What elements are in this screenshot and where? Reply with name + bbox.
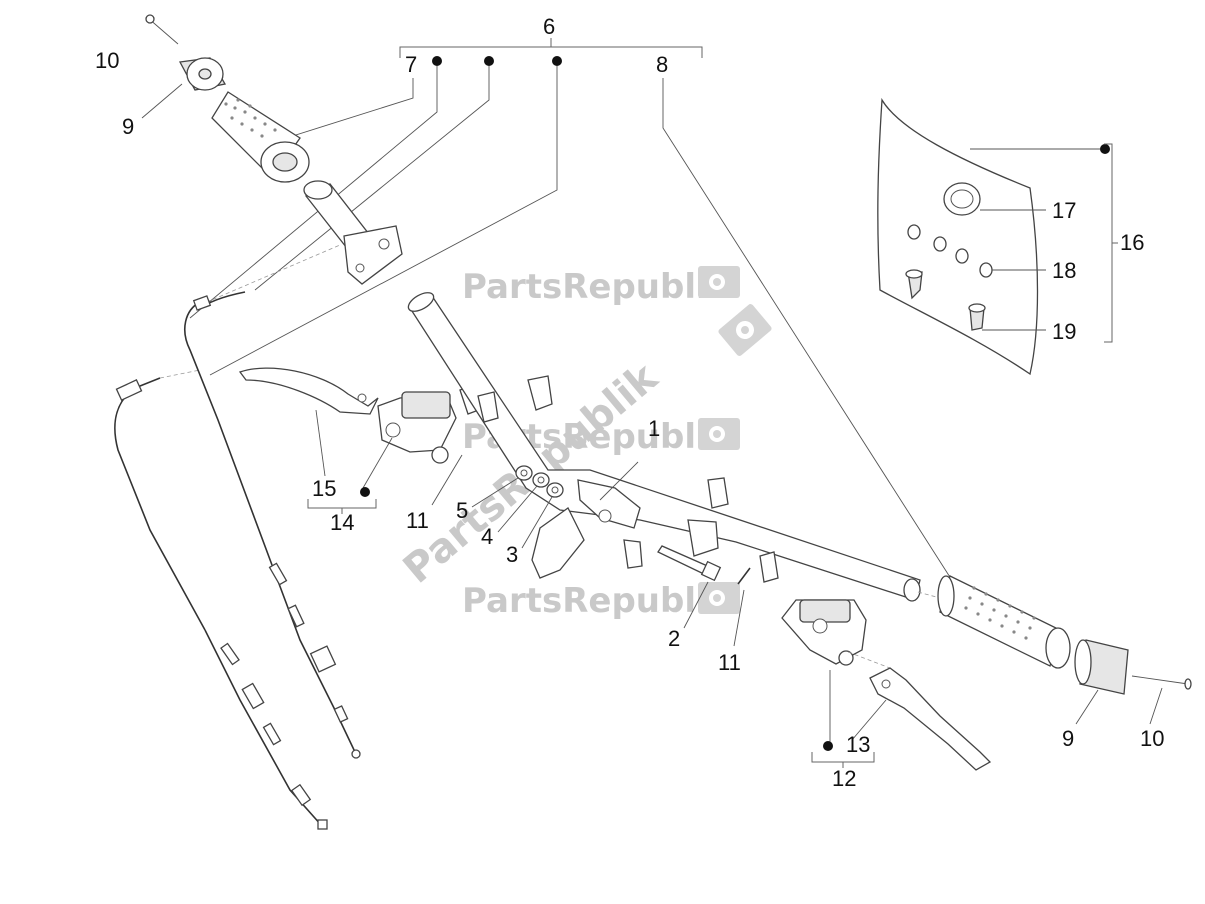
callout-13: 13 (846, 732, 870, 757)
callout-8: 8 (656, 52, 668, 77)
gear-flag-icon (718, 304, 772, 356)
handle-grip-left (211, 91, 310, 183)
gear-flag-icon (698, 418, 740, 450)
left-brake-lever-assembly: 15 14 (238, 367, 485, 535)
callout-7: 7 (405, 52, 417, 77)
bullet-dot-icon (1100, 144, 1110, 154)
throttle-cables (114, 244, 361, 830)
callout-6: 6 (543, 14, 555, 39)
callout-11-left: 11 (406, 508, 429, 533)
throttle-tube (303, 180, 403, 285)
gear-flag-icon (698, 582, 740, 614)
callout-18: 18 (1052, 258, 1076, 283)
gear-flag-icon (698, 266, 740, 298)
bolt-and-pin: 2 11 (657, 545, 751, 675)
right-grip-assembly: 9 10 (917, 575, 1192, 751)
callout-4: 4 (481, 524, 493, 549)
handlebar-assembly: 1 (407, 292, 921, 602)
watermark-text-1: PartsRepublik (462, 267, 732, 307)
callout-11-right: 11 (718, 650, 741, 675)
bullet-dot-icon (484, 56, 494, 66)
callout-10-top: 10 (95, 48, 119, 73)
callout-2: 2 (668, 626, 680, 651)
rubber-cover-panel: 17 18 19 16 (877, 97, 1144, 376)
callout-16: 16 (1120, 230, 1144, 255)
bullet-dot-icon (823, 741, 833, 751)
callout-9-bottom: 9 (1062, 726, 1074, 751)
callout-19: 19 (1052, 319, 1076, 344)
callout-10-bottom: 10 (1140, 726, 1164, 751)
group-bracket-6: 6 7 8 (399, 14, 703, 77)
right-brake-lever-assembly: 13 12 (781, 599, 992, 791)
washers-group: 5 4 3 11 (406, 454, 564, 567)
callout-1: 1 (648, 416, 660, 441)
leader-lines-top (189, 66, 956, 586)
callout-15: 15 (312, 476, 336, 501)
callout-14: 14 (330, 510, 354, 535)
bullet-dot-icon (360, 487, 370, 497)
bullet-dot-icon (552, 56, 562, 66)
callout-17: 17 (1052, 198, 1076, 223)
watermark-text-3: PartsRepublik (462, 581, 732, 621)
bar-end-weight-top (178, 57, 227, 91)
bar-end-weight-bottom (1074, 639, 1129, 695)
callout-9-top: 9 (122, 114, 134, 139)
callout-5: 5 (456, 498, 468, 523)
bullet-dot-icon (432, 56, 442, 66)
callout-3: 3 (506, 542, 518, 567)
callout-12: 12 (832, 766, 856, 791)
left-grip-assembly: 10 9 (95, 14, 403, 285)
